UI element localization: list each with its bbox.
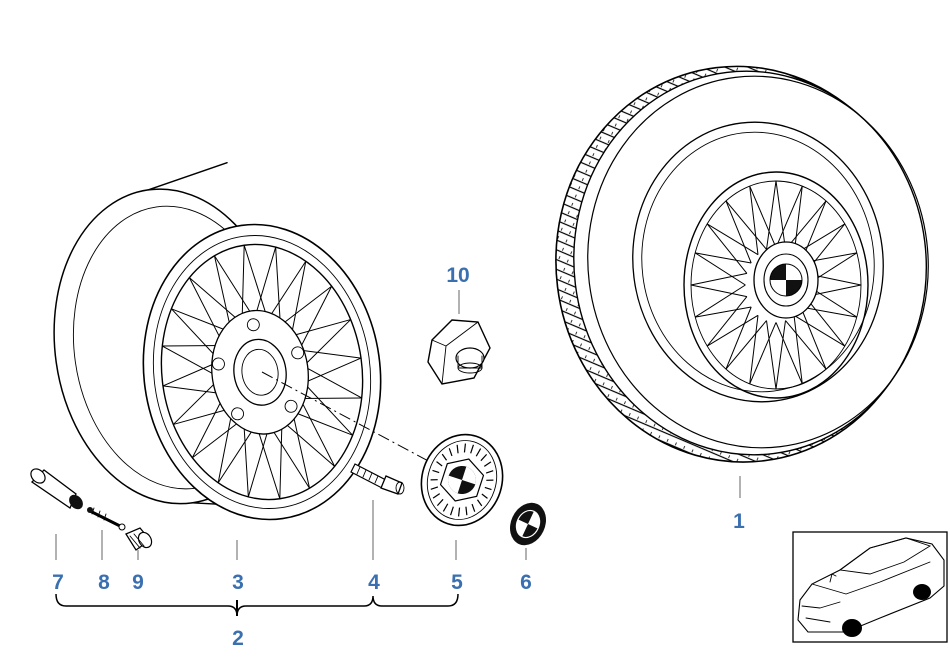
wheel-bolt-drawing[interactable] [350,463,405,495]
hub-cap-drawing[interactable] [410,424,515,536]
callout-9[interactable]: 9 [132,571,144,594]
valve-cap-drawing[interactable] [125,527,154,551]
callout-5[interactable]: 5 [451,571,463,594]
nut-drawing[interactable] [427,319,491,385]
rim-drawing[interactable] [32,158,399,535]
group-brace [55,593,459,617]
callout-8[interactable]: 8 [98,571,110,594]
valve-core-drawing[interactable] [87,507,126,531]
callout-7[interactable]: 7 [52,571,64,594]
vehicle-location-thumbnail[interactable] [792,531,948,643]
emblem-drawing[interactable] [503,497,552,551]
complete-wheel-drawing[interactable] [533,45,950,483]
callout-1[interactable]: 1 [733,510,745,533]
callout-10[interactable]: 10 [446,264,469,287]
callout-2[interactable]: 2 [232,627,244,650]
callout-4[interactable]: 4 [368,571,380,594]
callout-6[interactable]: 6 [520,571,532,594]
valve-stem-drawing[interactable] [28,466,86,512]
leader-lines [55,290,741,560]
callout-3[interactable]: 3 [232,571,244,594]
